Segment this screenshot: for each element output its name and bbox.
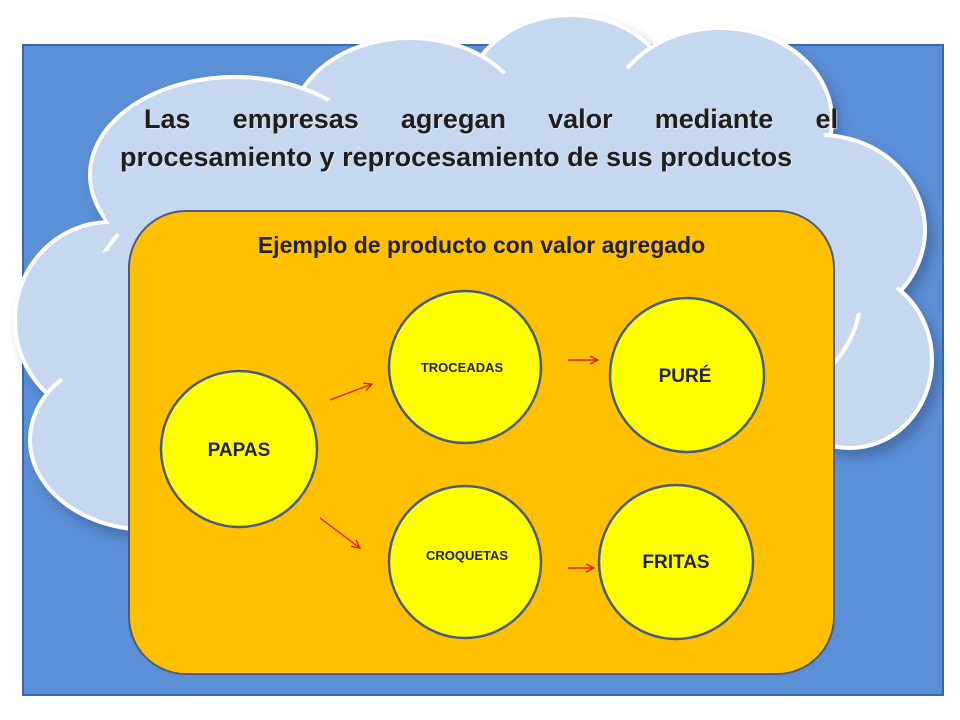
arrow-papas-troceadas bbox=[329, 384, 372, 401]
node-croquetas: CROQUETAS bbox=[387, 484, 543, 640]
node-papas-label: PAPAS bbox=[208, 440, 271, 461]
node-croquetas-label: CROQUETAS bbox=[426, 548, 508, 563]
node-troceadas-label: TROCEADAS bbox=[421, 360, 504, 375]
node-fritas-label: FRITAS bbox=[642, 552, 709, 573]
node-pure-label: PURÉ bbox=[659, 365, 712, 387]
node-pure: PURÉ bbox=[608, 296, 766, 454]
node-papas: PAPAS bbox=[159, 369, 319, 529]
main-heading: Las empresas agregan valor mediante el p… bbox=[120, 104, 838, 172]
arrow-papas-croquetas bbox=[319, 517, 360, 548]
node-troceadas: TROCEADAS bbox=[387, 289, 543, 445]
node-fritas: FRITAS bbox=[597, 483, 755, 641]
example-title: Ejemplo de producto con valor agregado bbox=[257, 232, 706, 258]
